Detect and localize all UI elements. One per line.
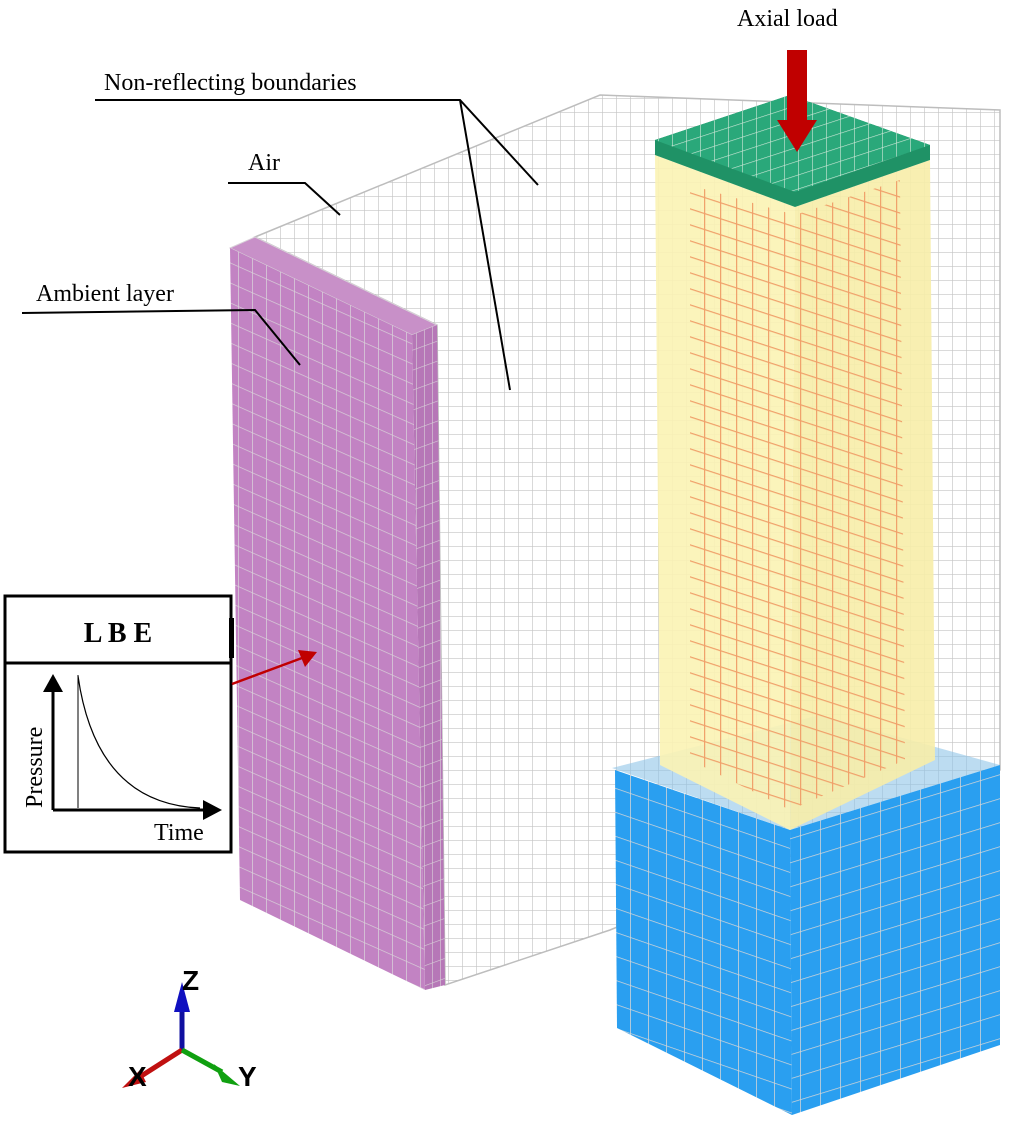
- ambient-leader: [21, 308, 301, 366]
- ambient-layer-label: Ambient layer: [36, 281, 174, 307]
- ambient-layer: [228, 236, 445, 990]
- non-reflecting-leader: [95, 99, 539, 391]
- air-leader: [228, 182, 341, 216]
- axis-triad: Z X Y: [122, 965, 257, 1092]
- pressure-decay-curve: [77, 675, 201, 809]
- air-label: Air: [248, 150, 280, 176]
- rebar-cage-side: [790, 180, 905, 810]
- rebar-cage: [690, 185, 795, 810]
- non-reflecting-label: Non-reflecting boundaries: [104, 70, 357, 96]
- z-axis-label: Z: [182, 965, 199, 996]
- axial-load-label: Axial load: [737, 6, 838, 32]
- x-axis-label: X: [128, 1061, 147, 1092]
- lbe-panel: L B E Pressure Time: [3, 594, 234, 854]
- blast-arrow: [231, 650, 317, 686]
- pressure-axis-label: Pressure: [22, 727, 48, 808]
- time-axis-label: Time: [154, 820, 204, 846]
- rc-column: [655, 95, 935, 830]
- y-axis-label: Y: [238, 1061, 257, 1092]
- lbe-title: L B E: [84, 618, 152, 649]
- axial-load-arrow: [777, 50, 817, 152]
